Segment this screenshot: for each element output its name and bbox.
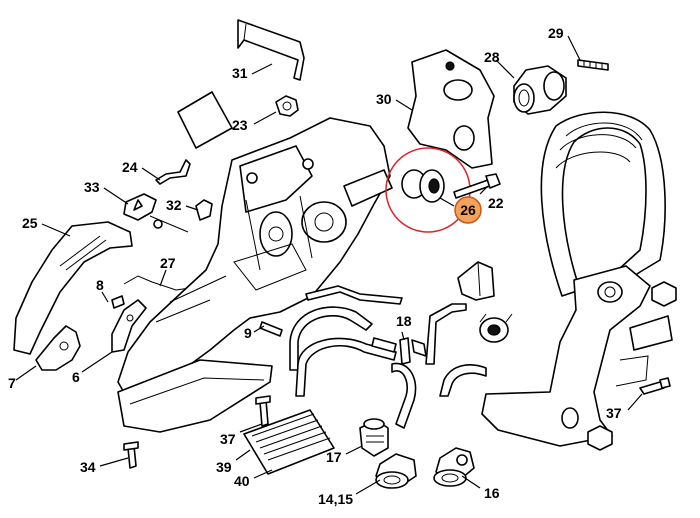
callout-33[interactable]: 33 [84,179,100,195]
callout-40[interactable]: 40 [234,473,250,489]
callout-16[interactable]: 16 [484,485,500,501]
handle-bracket [481,265,673,447]
callout-27[interactable]: 27 [160,255,176,271]
part-7-trigger[interactable] [35,325,81,371]
callout-39[interactable]: 39 [216,459,232,475]
callout-26-badge-circle [454,196,482,224]
part-26-grommet[interactable] [401,169,445,203]
callout-9[interactable]: 9 [244,325,252,341]
part-24-rod[interactable] [155,159,191,185]
leader-lines [15,35,643,495]
part-8-pin[interactable] [111,295,125,309]
callout-25[interactable]: 25 [22,215,38,231]
callout-29[interactable]: 29 [548,25,564,41]
callout-14-15[interactable]: 14,15 [318,491,353,507]
callout-26-badge[interactable]: 26 [439,196,482,224]
callout-24[interactable]: 24 [122,159,138,175]
callout-30[interactable]: 30 [376,91,392,107]
callout-23[interactable]: 23 [232,117,248,133]
part-39-40-foot-plate[interactable] [243,409,335,475]
part-34-screw[interactable] [123,441,139,469]
callout-34[interactable]: 34 [80,459,96,475]
housing-base [117,359,273,433]
callout-7[interactable]: 7 [8,375,16,391]
callout-8[interactable]: 8 [96,277,104,293]
callout-18[interactable]: 18 [396,313,412,329]
part-25-handle-cover[interactable] [13,221,133,355]
part-16-clamp[interactable] [433,447,475,487]
callout-17[interactable]: 17 [326,449,342,465]
callout-37-right[interactable]: 37 [606,405,622,421]
buffer-cap-upper[interactable] [651,281,677,307]
callout-22[interactable]: 22 [488,195,504,211]
part-22-bolt[interactable] [453,173,501,199]
part-28-manifold[interactable] [513,65,567,115]
buffer-cap-lower[interactable] [587,425,613,451]
callout-32[interactable]: 32 [166,197,182,213]
part-30-cover[interactable] [407,49,495,169]
hoses [289,285,487,429]
part-29-screw[interactable] [577,59,609,71]
part-37-screw-lower[interactable] [255,395,271,427]
part-6-lever[interactable] [111,299,147,353]
front-handle-bar[interactable] [540,111,666,297]
part-37-screw-right[interactable] [639,377,671,395]
part-14-15-clamp[interactable] [375,453,417,489]
part-18-connector[interactable] [399,337,411,365]
callout-26: 26 [460,202,476,218]
callout-37-lower[interactable]: 37 [220,431,236,447]
callout-labels: 31 23 24 33 32 25 27 8 7 6 9 30 28 29 22… [8,25,622,507]
part-33-lever[interactable] [123,193,189,233]
part-9-pin[interactable] [259,321,283,337]
part-17-filter[interactable] [359,418,389,457]
callout-31[interactable]: 31 [232,65,248,81]
callout-28[interactable]: 28 [484,49,500,65]
part-23-nut[interactable] [275,95,299,117]
label-plate [177,91,233,149]
callout-6[interactable]: 6 [72,369,80,385]
fuel-valve[interactable] [479,313,513,343]
part-32-clip[interactable] [195,199,213,221]
part-31-cover[interactable] [237,19,305,81]
elbow-cover [457,261,495,301]
main-housing[interactable] [117,117,393,397]
